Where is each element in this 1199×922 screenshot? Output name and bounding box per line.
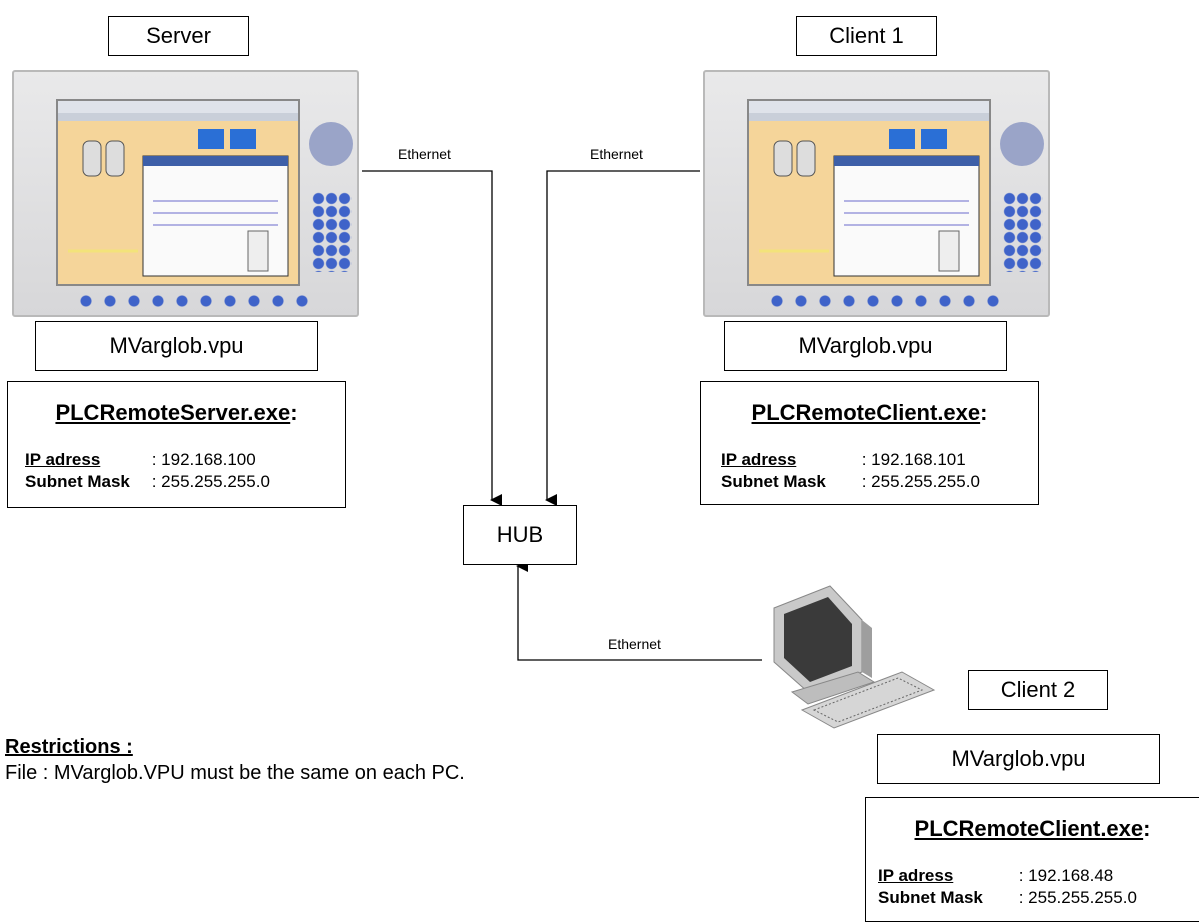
client2-ip-label: IP adress <box>878 866 954 885</box>
server-ip-value: : 192.168.100 <box>151 450 256 469</box>
scada-screenshot-icon <box>58 101 298 277</box>
client2-exe-name: PLCRemoteClient.exe <box>914 816 1144 841</box>
ethernet-line-client1 <box>545 170 700 506</box>
server-exe-box: PLCRemoteServer.exe: IP adress : 192.168… <box>7 381 346 508</box>
client1-file-box: MVarglob.vpu <box>724 321 1007 371</box>
ethernet-line-server <box>362 170 502 506</box>
client1-nav-pad <box>1000 122 1044 166</box>
client1-hmi-panel <box>703 70 1050 317</box>
client2-ip-value: : 192.168.48 <box>1018 866 1114 885</box>
client1-ip-label: IP adress <box>721 450 797 469</box>
client1-keypad <box>1003 192 1043 272</box>
server-ip-label: IP adress <box>25 450 101 469</box>
server-screen <box>56 99 300 286</box>
client1-mask-label: Subnet Mask <box>721 472 826 491</box>
server-function-keys <box>74 294 309 308</box>
client2-mask-value: : 255.255.255.0 <box>1018 888 1137 907</box>
server-exe-name: PLCRemoteServer.exe <box>55 400 291 425</box>
client2-file-box: MVarglob.vpu <box>877 734 1160 784</box>
ethernet-label-server: Ethernet <box>398 146 451 162</box>
server-keypad <box>312 192 352 272</box>
client1-exe-box: PLCRemoteClient.exe: IP adress : 192.168… <box>700 381 1039 505</box>
server-hmi-panel <box>12 70 359 317</box>
client1-mask-value: : 255.255.255.0 <box>861 472 980 491</box>
desktop-computer-icon <box>773 585 936 729</box>
client2-title: Client 2 <box>968 670 1108 710</box>
server-title: Server <box>108 16 249 56</box>
client1-exe-name: PLCRemoteClient.exe <box>751 400 981 425</box>
client1-ip-value: : 192.168.101 <box>861 450 966 469</box>
server-mask-value: : 255.255.255.0 <box>151 472 270 491</box>
ethernet-label-client2: Ethernet <box>608 636 661 652</box>
hub-box: HUB <box>463 505 577 565</box>
scada-screenshot-icon <box>749 101 989 277</box>
server-file-box: MVarglob.vpu <box>35 321 318 371</box>
client1-function-keys <box>765 294 1000 308</box>
server-nav-pad <box>309 122 353 166</box>
client1-title: Client 1 <box>796 16 937 56</box>
restrictions-text: File : MVarglob.VPU must be the same on … <box>5 762 465 784</box>
client2-mask-label: Subnet Mask <box>878 888 983 907</box>
server-mask-label: Subnet Mask <box>25 472 130 491</box>
client2-exe-box: PLCRemoteClient.exe: IP adress : 192.168… <box>865 797 1199 922</box>
restrictions-heading: Restrictions : <box>5 736 133 758</box>
client1-screen <box>747 99 991 286</box>
ethernet-line-client2 <box>516 560 762 661</box>
ethernet-label-client1: Ethernet <box>590 146 643 162</box>
